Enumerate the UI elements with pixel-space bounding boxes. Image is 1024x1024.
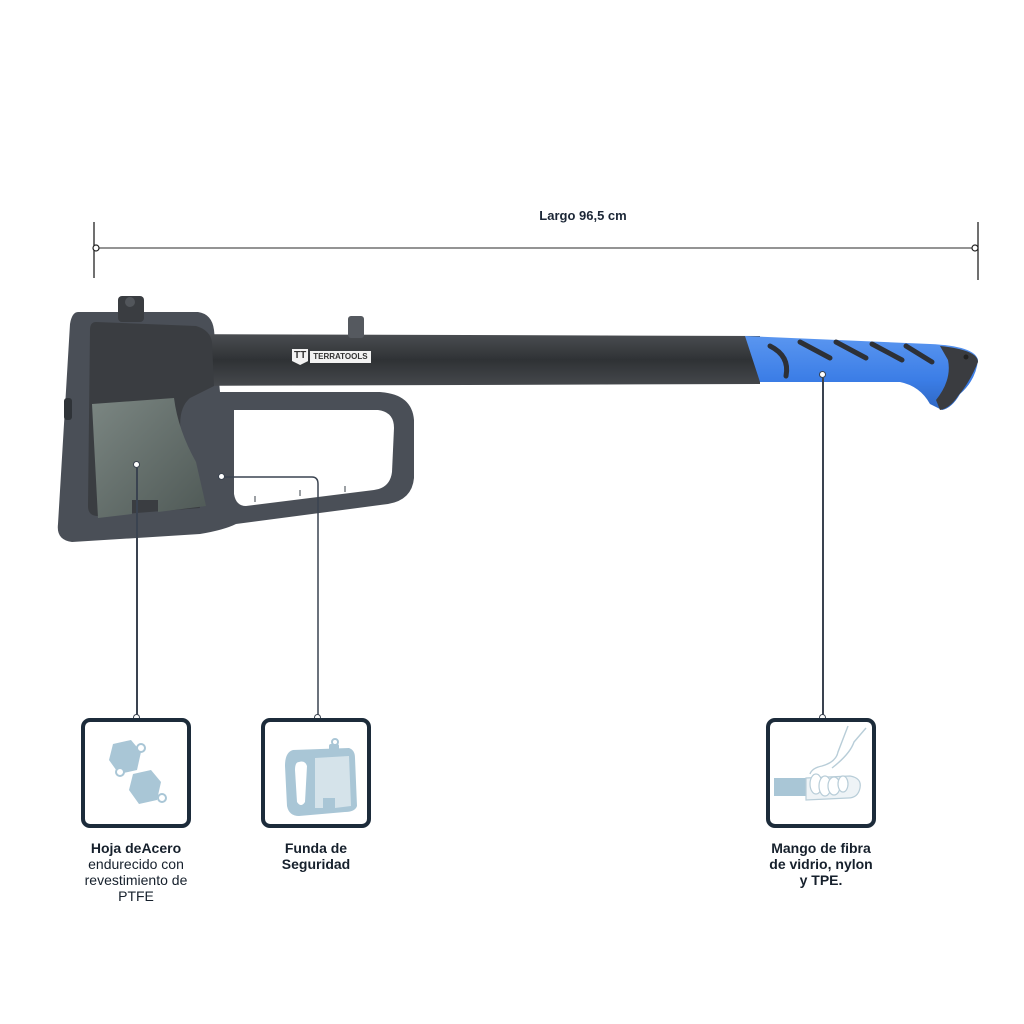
feature-blade-desc-1: endurecido con <box>88 856 184 872</box>
axe-product-image <box>57 296 978 542</box>
callout-dot-grip <box>819 371 826 378</box>
safety-sheath-icon <box>285 738 357 816</box>
feature-sheath-text: Funda de Seguridad <box>236 840 396 872</box>
feature-grip-title-2: de vidrio, nylon <box>769 856 873 872</box>
feature-grip-title-1: Mango de fibra <box>771 840 871 856</box>
feature-blade-desc-2: revestimiento de <box>84 872 188 888</box>
length-dimension-line <box>92 222 979 280</box>
brand-mark-icon: TT <box>292 349 309 365</box>
hand-grip-icon <box>774 725 867 801</box>
feature-sheath-title-1: Funda de <box>284 840 348 856</box>
feature-card-sheath <box>261 718 371 828</box>
length-dimension-label: Largo 96,5 cm <box>539 208 627 223</box>
feature-card-grip <box>766 718 876 828</box>
feature-blade-text: Hoja deAcero endurecido con revestimient… <box>56 840 216 904</box>
feature-grip-title-3: y TPE. <box>799 872 843 888</box>
feature-sheath-title-2: Seguridad <box>281 856 351 872</box>
feature-blade-title: Hoja deAcero <box>90 840 182 856</box>
callout-line-grip <box>822 378 824 716</box>
feature-blade-desc-3: PTFE <box>118 888 154 904</box>
callout-dot-blade <box>133 461 140 468</box>
steel-blade-hex-icon <box>109 740 167 804</box>
feature-grip-text: Mango de fibra de vidrio, nylon y TPE. <box>741 840 901 888</box>
feature-card-blade <box>81 718 191 828</box>
brand-name: TERRATOOLS <box>310 351 371 363</box>
brand-logo: TT TERRATOOLS <box>292 349 371 365</box>
callout-line-sheath <box>224 476 319 718</box>
callout-line-blade <box>136 468 138 716</box>
